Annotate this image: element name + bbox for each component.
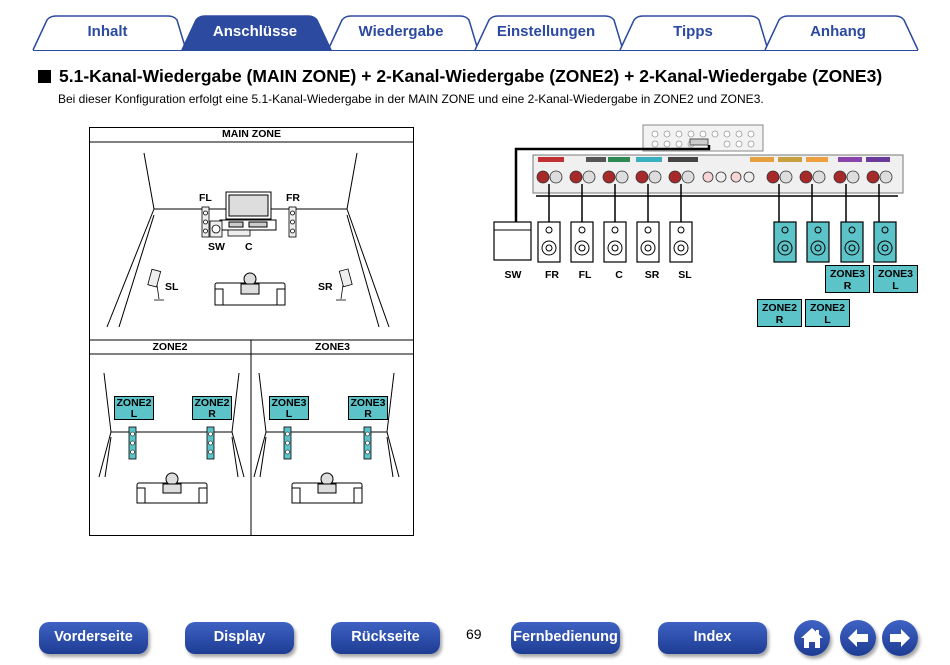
back-button[interactable] [840, 620, 876, 656]
front-panel-button[interactable]: Vorderseite [39, 622, 148, 654]
channel-label-fr: FR [545, 269, 559, 281]
arrow-left-icon [848, 629, 868, 647]
home-icon [801, 628, 823, 648]
section-heading-text: 5.1-Kanal-Wiedergabe (MAIN ZONE) + 2-Kan… [59, 66, 883, 86]
section-description: Bei dieser Konfiguration erfolgt eine 5.… [58, 92, 764, 106]
channel-label-fl: FL [578, 269, 592, 281]
channel-label-sw: SW [504, 269, 522, 281]
display-button[interactable]: Display [185, 622, 294, 654]
forward-button[interactable] [882, 620, 918, 656]
tab-tipps[interactable]: Tipps [673, 23, 713, 40]
tab-outline [32, 15, 919, 51]
page-number: 69 [466, 626, 482, 642]
channel-label-sr: SR [644, 269, 660, 281]
room-diagram: MAIN ZONE ZONE2 ZONE3 FL FR SW C SL SR Z… [89, 127, 414, 536]
speaker-label-sw: SW [208, 241, 225, 253]
tab-anschluesse[interactable]: Anschlüsse [212, 23, 298, 40]
wiring-diagram: SW FR FL C SR SL [488, 124, 918, 329]
room-drawing [89, 127, 414, 536]
channel-label-c: C [615, 269, 623, 281]
section-heading: 5.1-Kanal-Wiedergabe (MAIN ZONE) + 2-Kan… [38, 66, 882, 87]
tab-bar: Inhalt Anschlüsse Wiedergabe Einstellung… [0, 0, 950, 54]
tab-wiedergabe[interactable]: Wiedergabe [358, 23, 444, 40]
speaker-label-sl: SL [165, 281, 179, 293]
speaker-label-fr: FR [286, 192, 300, 204]
channel-label-sl: SL [678, 269, 692, 281]
home-button[interactable] [794, 620, 830, 656]
tab-einstellungen[interactable]: Einstellungen [496, 23, 596, 40]
tab-inhalt[interactable]: Inhalt [87, 23, 128, 40]
index-button[interactable]: Index [658, 622, 767, 654]
speaker-label-fl: FL [199, 192, 212, 204]
zone2-label: ZONE2 [152, 341, 188, 353]
main-zone-label: MAIN ZONE [222, 128, 281, 140]
speaker-label-sr: SR [318, 281, 333, 293]
wiring-drawing [493, 124, 904, 263]
tab-anhang[interactable]: Anhang [810, 23, 866, 40]
rear-panel-button[interactable]: Rückseite [331, 622, 440, 654]
bullet-square-icon [38, 70, 51, 83]
arrow-right-icon [890, 629, 910, 647]
remote-control-button[interactable]: Fernbedienung [511, 622, 620, 654]
zone3-label: ZONE3 [314, 341, 350, 353]
speaker-label-c: C [245, 241, 253, 253]
